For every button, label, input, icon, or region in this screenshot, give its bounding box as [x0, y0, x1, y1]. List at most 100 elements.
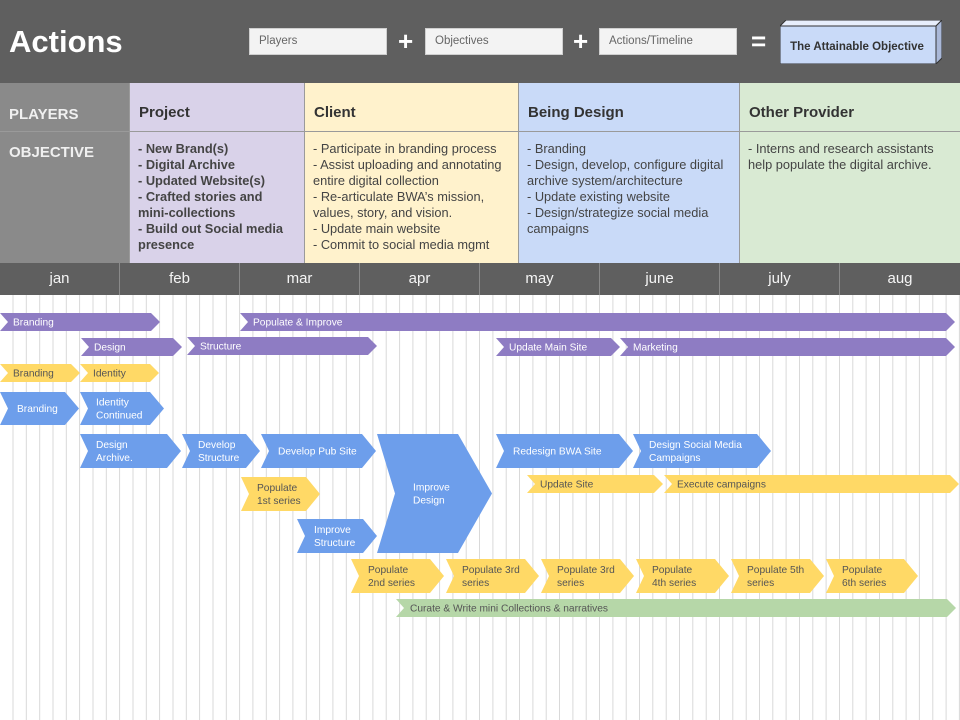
task-bar-shape [633, 434, 771, 468]
objective-row-label-cell: OBJECTIVE [0, 132, 130, 263]
task-bar-label: Develop Pub Site [278, 447, 357, 458]
other-provider-header: Other Provider [740, 83, 960, 132]
task-bar-label: Execute campaigns [677, 480, 766, 491]
task-bar-label: Redesign BWA Site [513, 447, 602, 458]
task-bar-shape [496, 434, 633, 468]
month-header-bar: jan feb mar apr may june july aug [0, 263, 960, 295]
task-bar-shape [446, 559, 539, 593]
month-label: july [720, 263, 840, 295]
month-label: june [600, 263, 720, 295]
objectives-field: Objectives [425, 28, 563, 55]
players-row-label-cell: PLAYERS [0, 83, 130, 132]
task-bar-label: Design [94, 343, 126, 354]
task-bar: Design [81, 338, 182, 356]
task-bar-shape [261, 434, 376, 468]
task-bar: Branding [0, 364, 80, 382]
task-bar-label: Structure [200, 342, 242, 353]
task-bar-shape [664, 475, 959, 493]
task-bar-shape [0, 392, 79, 425]
task-bar-shape [187, 337, 377, 355]
players-field: Players [249, 28, 387, 55]
objective-row-label: OBJECTIVE [9, 144, 95, 161]
task-bar-shape [0, 364, 80, 382]
month-label: apr [360, 263, 480, 295]
actions-timeline-field: Actions/Timeline [599, 28, 737, 55]
task-bar: Structure [187, 337, 377, 355]
task-bar-shape [351, 559, 444, 593]
task-bar: Update Site [527, 475, 663, 493]
plus-sign: + [573, 26, 589, 56]
task-bar-shape [80, 364, 159, 382]
month-label: jan [0, 263, 120, 295]
task-bar-shape [80, 392, 164, 425]
month-label: mar [240, 263, 360, 295]
task-bar-shape [81, 338, 182, 356]
task-bar-shape [636, 559, 729, 593]
task-bar-label: Branding [17, 404, 58, 415]
client-header: Client [305, 83, 519, 132]
plus-sign: + [398, 26, 414, 56]
equals-sign: = [751, 26, 767, 56]
task-bar: Populate & Improve [240, 313, 955, 331]
task-bar-shape [80, 434, 181, 468]
task-bar-label: Branding [13, 369, 54, 380]
task-bar: Branding [0, 392, 79, 425]
client-objective: - Participate in branding process - Assi… [305, 132, 519, 263]
page-title: Actions [9, 24, 123, 59]
task-bar-shape [182, 434, 260, 468]
task-bar: Marketing [620, 338, 955, 356]
task-bar-shape [826, 559, 918, 593]
task-bar-shape [240, 313, 955, 331]
task-bar: Execute campaigns [664, 475, 959, 493]
task-bar-shape [297, 519, 377, 553]
task-bar-label: Populate & Improve [253, 318, 343, 329]
task-bar-shape [620, 338, 955, 356]
task-bar: Identity [80, 364, 159, 382]
other-provider-objective: - Interns and research assistants help p… [740, 132, 960, 263]
task-bar: Redesign BWA Site [496, 434, 633, 468]
task-bar-shape [527, 475, 663, 493]
task-bar-label: Update Site [540, 480, 594, 491]
week-gridlines [12, 295, 960, 720]
task-bar-label: Identity [93, 369, 127, 380]
task-bar-shape [377, 434, 492, 553]
being-design-objective: - Branding - Design, develop, configure … [519, 132, 740, 263]
task-bar-shape [541, 559, 634, 593]
being-design-header: Being Design [519, 83, 740, 132]
task-bar-label: Marketing [633, 343, 678, 354]
task-bar: Update Main Site [496, 338, 620, 356]
month-label: feb [120, 263, 240, 295]
task-bar-shape [241, 477, 320, 511]
attainable-objective-label: The Attainable Objective [790, 41, 924, 53]
task-bar-label: Curate & Write mini Collections & narrat… [410, 604, 608, 615]
task-bar-shape [0, 313, 160, 331]
task-bar-shape [496, 338, 620, 356]
task-bar: Curate & Write mini Collections & narrat… [396, 599, 956, 617]
